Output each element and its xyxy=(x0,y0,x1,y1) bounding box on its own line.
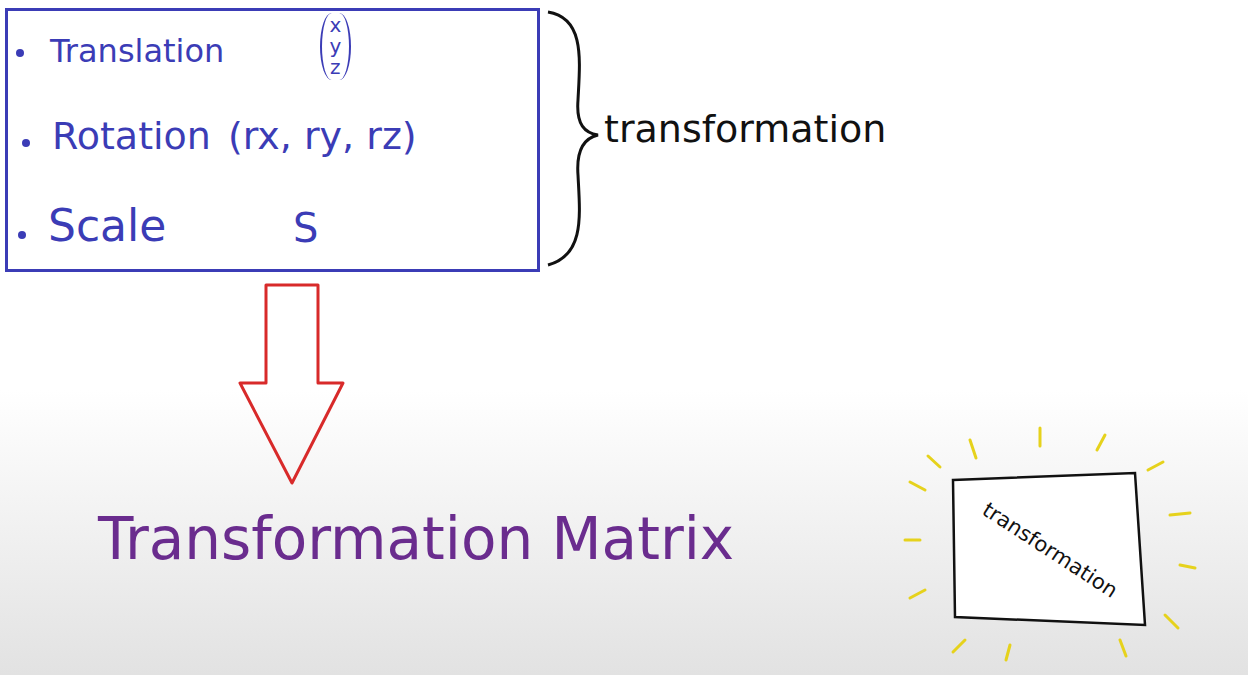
scale-text: Scale xyxy=(48,201,166,252)
matrix-square: transformation xyxy=(950,470,1150,630)
glow-rays xyxy=(905,428,1195,660)
bullet-dot xyxy=(18,231,26,239)
rotation-text: Rotation xyxy=(52,115,211,159)
curly-brace xyxy=(548,12,598,265)
translation-text: Translation xyxy=(50,33,224,70)
brace-label: transformation xyxy=(604,108,886,152)
down-arrow xyxy=(240,285,343,483)
scale-value: S xyxy=(293,205,318,251)
result-title: Transformation Matrix xyxy=(98,506,734,573)
vector-brackets: x y z xyxy=(320,13,351,80)
vector-components: x y z xyxy=(329,15,342,78)
bullet-dot xyxy=(22,139,30,147)
rotation-params: (rx, ry, rz) xyxy=(228,115,417,159)
bullet-dot xyxy=(16,49,24,57)
transform-list-box: Translation x y z Rotation (rx, ry, rz) Scal… xyxy=(5,8,540,272)
